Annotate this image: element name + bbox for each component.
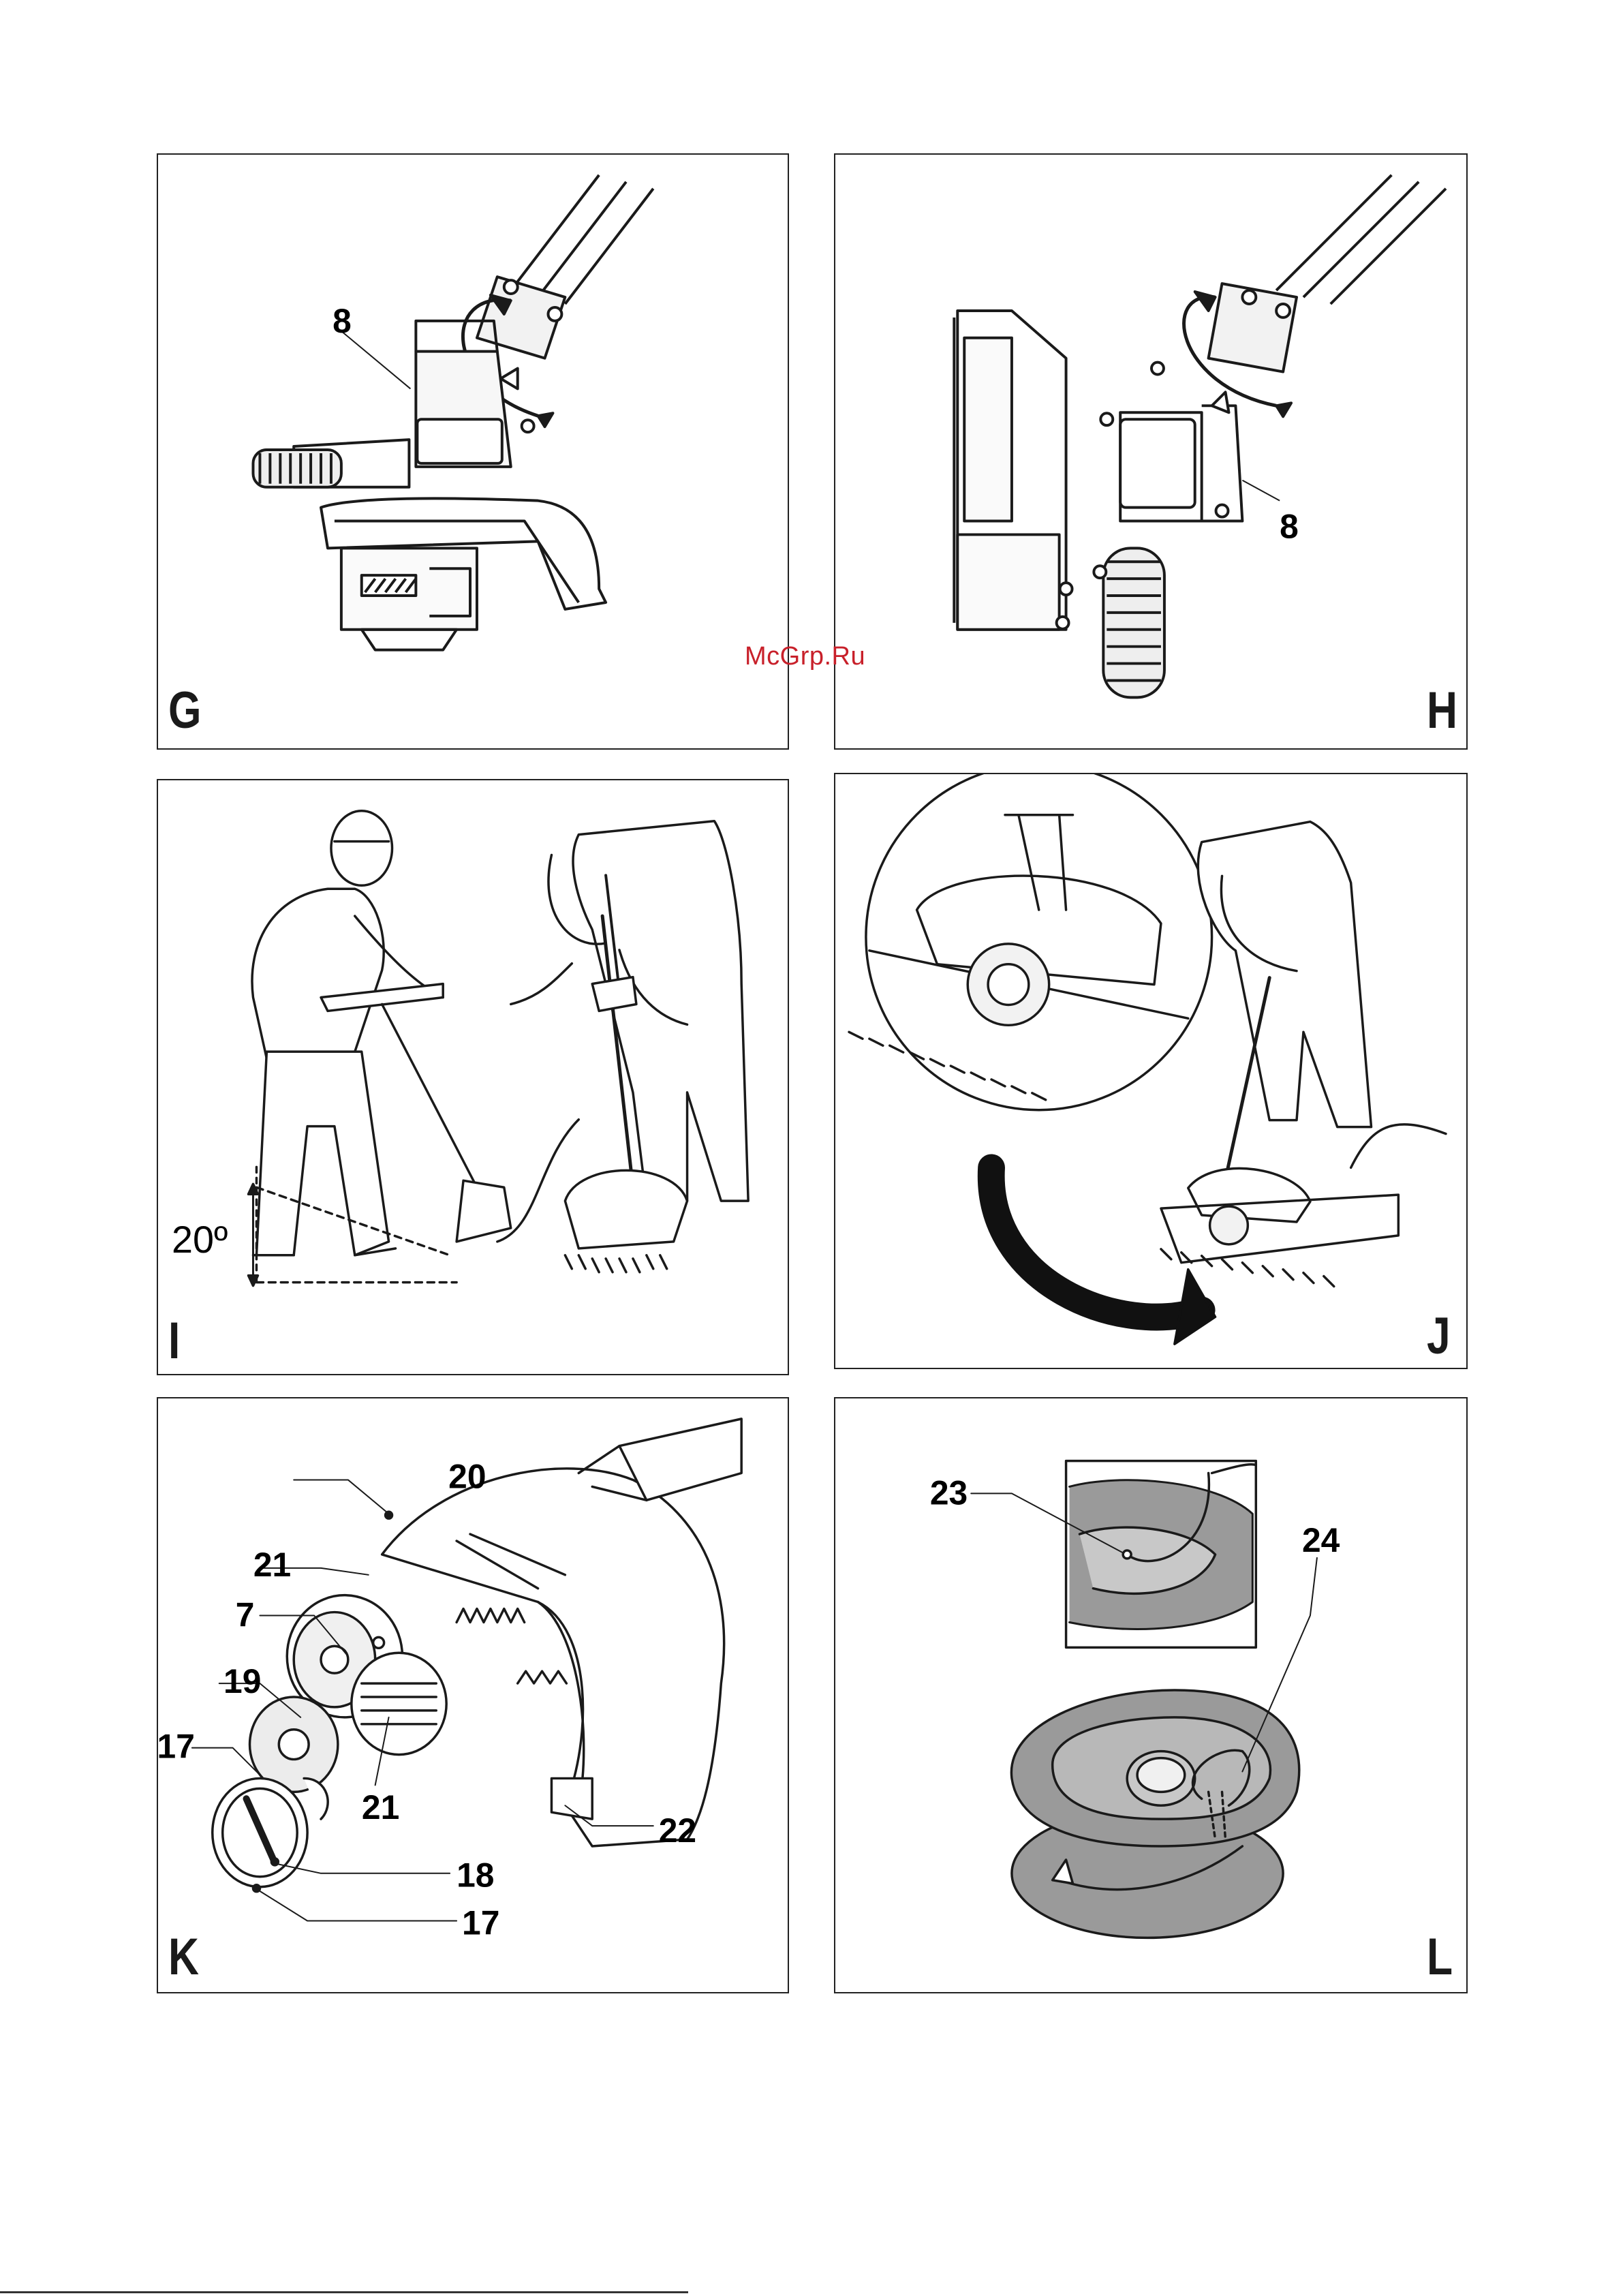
callout-24: 24 xyxy=(1302,1521,1340,1559)
callout-23: 23 xyxy=(930,1473,968,1512)
angle-label: 20º xyxy=(172,1219,228,1261)
callout-8: 8 xyxy=(1280,507,1299,545)
figure-panel-i: 20º I xyxy=(157,779,789,1375)
callout-20: 20 xyxy=(448,1457,486,1495)
figure-panel-h: 8 H xyxy=(834,153,1468,750)
panel-letter-g: G xyxy=(168,685,201,737)
panel-letter-i: I xyxy=(168,1315,180,1367)
footer-rule xyxy=(0,2291,688,2293)
callout-22: 22 xyxy=(659,1811,696,1850)
spool-assembly-illustration: 20 21 7 19 17 21 22 18 17 xyxy=(158,1398,788,1992)
operator-trimming-illustration: 20º xyxy=(158,780,788,1374)
callout-7: 7 xyxy=(236,1595,255,1634)
edging-illustration xyxy=(835,774,1466,1368)
trimmer-head-side-illustration: 8 xyxy=(835,155,1466,748)
panel-letter-k: K xyxy=(168,1931,199,1983)
callout-17-top: 17 xyxy=(158,1728,195,1766)
trimmer-head-illustration: 8 xyxy=(158,155,788,748)
callout-21-bottom: 21 xyxy=(362,1788,399,1826)
callout-21-top: 21 xyxy=(253,1546,291,1584)
line-threading-illustration: 23 24 xyxy=(835,1398,1466,1992)
callout-19: 19 xyxy=(223,1662,261,1700)
figure-panel-j: J xyxy=(834,773,1468,1369)
figure-panel-l: 23 24 L xyxy=(834,1397,1468,1993)
panel-letter-l: L xyxy=(1427,1931,1453,1983)
callout-8: 8 xyxy=(333,302,352,340)
callout-17-bottom: 17 xyxy=(462,1903,499,1942)
figure-panel-g: 8 G xyxy=(157,153,789,750)
panel-letter-h: H xyxy=(1427,685,1457,737)
watermark-text: McGrp.Ru xyxy=(745,642,865,671)
figure-panel-k: 20 21 7 19 17 21 22 18 17 K xyxy=(157,1397,789,1993)
panel-letter-j: J xyxy=(1427,1311,1451,1362)
callout-18: 18 xyxy=(457,1856,494,1895)
